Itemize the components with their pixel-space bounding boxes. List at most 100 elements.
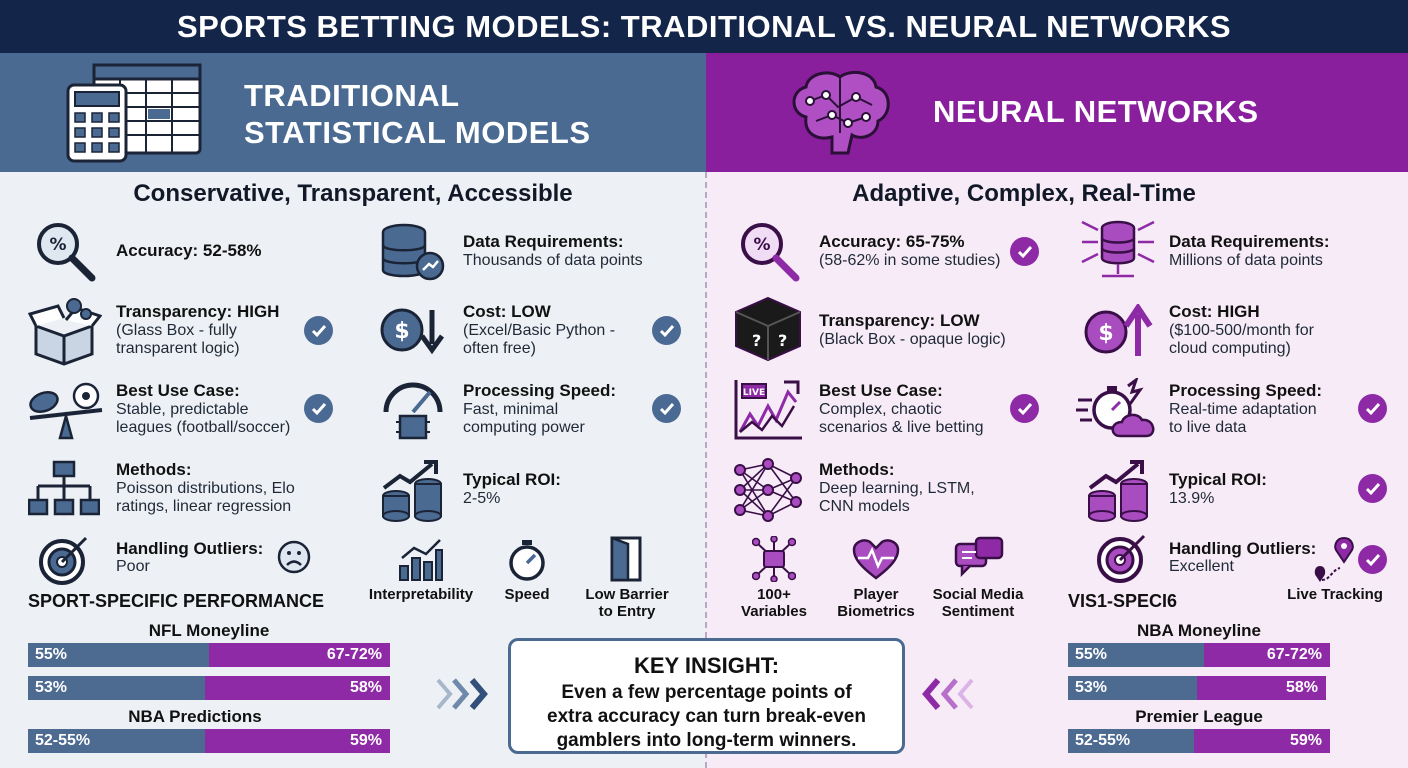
trad-speed-desc2: computing power	[463, 419, 585, 436]
nn-speed-desc1: Real-time adaptation	[1169, 401, 1317, 418]
nn-outliers-desc: Excellent	[1169, 558, 1234, 575]
neural-heading: NEURAL NETWORKS	[933, 94, 1259, 129]
traditional-header: TRADITIONAL STATISTICAL MODELS	[0, 53, 706, 172]
nn-bar-title-2: Premier League	[1135, 707, 1263, 726]
heart-pulse-icon	[852, 538, 900, 580]
trad-bar-row: 55% 67-72%	[28, 643, 390, 667]
location-pin-icon	[1310, 536, 1356, 582]
trad-accuracy-title: Accuracy: 52-58%	[116, 241, 262, 260]
nn-methods-title: Methods:	[819, 460, 895, 479]
check-icon	[652, 394, 681, 423]
variables-line1: 100+	[757, 586, 791, 603]
check-icon	[1010, 394, 1039, 423]
trad-transparency-title: Transparency: HIGH	[116, 302, 280, 321]
nn-bar-a: 55%	[1068, 643, 1205, 667]
trad-speed-desc1: Fast, minimal	[463, 401, 559, 418]
nn-transparency-desc: (Black Box - opaque logic)	[819, 331, 1006, 348]
nn-usecase-title: Best Use Case:	[819, 381, 943, 400]
database-icon	[380, 222, 446, 282]
traditional-heading: TRADITIONAL STATISTICAL MODELS	[244, 77, 591, 151]
trad-roi-title: Typical ROI:	[463, 470, 561, 489]
stopwatch-icon	[506, 538, 548, 582]
key-insight-line1: Even a few percentage points of	[561, 682, 852, 703]
nn-speed-title: Processing Speed:	[1169, 381, 1323, 400]
variables-label: 100+ Variables	[724, 586, 824, 620]
svg-text:?: ?	[752, 331, 761, 350]
hierarchy-icon	[28, 460, 100, 518]
key-insight-line2: extra accuracy can turn break-even	[547, 706, 866, 727]
key-insight-title: KEY INSIGHT:	[633, 653, 780, 678]
trad-bar-a: 52-55%	[28, 729, 206, 753]
brain-icon	[786, 67, 896, 159]
trad-cost-desc2: often free)	[463, 340, 536, 357]
neural-network-icon	[734, 458, 802, 522]
traditional-heading-line1: TRADITIONAL	[244, 78, 460, 113]
biometrics-line1: Player	[853, 586, 899, 603]
trad-methods-desc1: Poisson distributions, Elo	[116, 480, 295, 497]
nn-bar-b: 59%	[1193, 729, 1330, 753]
trad-methods-title: Methods:	[116, 460, 192, 479]
trad-bar-title-1: NFL Moneyline	[148, 621, 270, 640]
target-icon	[38, 534, 92, 586]
target-icon	[1096, 532, 1150, 584]
nn-data-title: Data Requirements:	[1169, 232, 1330, 251]
interpretability-label: Interpretability	[368, 586, 474, 603]
svg-text:%: %	[49, 235, 66, 255]
trad-outliers-title: Handling Outliers:	[116, 539, 264, 558]
center-divider	[705, 172, 707, 768]
trad-bar-row: 52-55% 59%	[28, 729, 390, 753]
stopwatch-cloud-icon	[1076, 378, 1160, 442]
check-icon	[1358, 394, 1387, 423]
trad-bar-a: 53%	[28, 676, 206, 700]
nn-bar-title-1: NBA Moneyline	[1136, 621, 1262, 640]
trad-data-title: Data Requirements:	[463, 232, 624, 251]
trad-usecase-title: Best Use Case:	[116, 381, 240, 400]
nn-cost-desc2: cloud computing)	[1169, 340, 1291, 357]
trad-data-desc: Thousands of data points	[463, 252, 643, 269]
trad-roi-desc: 2-5%	[463, 490, 501, 507]
check-icon	[1358, 474, 1387, 503]
trad-outliers-desc: Poor	[116, 558, 150, 575]
trad-transparency-desc1: (Glass Box - fully	[116, 322, 237, 339]
svg-text:$: $	[1098, 321, 1113, 346]
nn-accuracy-desc: (58-62% in some studies)	[819, 252, 1001, 269]
nn-speed-desc2: to live data	[1169, 419, 1247, 436]
magnifier-percent-icon: %	[34, 220, 98, 284]
check-icon	[304, 316, 333, 345]
dollar-down-icon: $	[380, 306, 446, 358]
nn-data-desc: Millions of data points	[1169, 252, 1323, 269]
low-barrier-line1: Low Barrier	[585, 586, 669, 603]
trad-bar-b: 59%	[205, 729, 390, 753]
sad-face-icon	[277, 540, 311, 574]
trad-cost-desc1: (Excel/Basic Python -	[463, 322, 616, 339]
key-insight-line3: gamblers into long-term winners.	[556, 730, 857, 751]
open-box-gears-icon	[28, 296, 102, 366]
database-network-icon	[1080, 218, 1156, 282]
svg-text:$: $	[394, 319, 409, 344]
chevron-right-icon	[434, 674, 494, 722]
trad-bar-a: 55%	[28, 643, 209, 667]
nn-section-label: VIS1-SPECI6	[1068, 591, 1178, 611]
social-label: Social Media Sentiment	[922, 586, 1034, 620]
nn-transparency-title: Transparency: LOW	[819, 311, 980, 330]
svg-text:?: ?	[778, 331, 787, 350]
nn-cost-desc1: ($100-500/month for	[1169, 322, 1314, 339]
nn-usecase-desc2: scenarios & live betting	[819, 419, 984, 436]
dollar-up-icon: $	[1084, 304, 1154, 358]
biometrics-label: Player Biometrics	[826, 586, 926, 620]
bar-chart-icon	[398, 538, 444, 582]
trad-section-label: SPORT-SPECIFIC PERFORMANCE	[28, 591, 325, 611]
nn-bar-b: 58%	[1197, 676, 1326, 700]
svg-text:%: %	[753, 235, 770, 255]
check-icon	[1010, 237, 1039, 266]
variables-line2: Variables	[741, 603, 807, 620]
key-insight-box: KEY INSIGHT: Even a few percentage point…	[508, 638, 905, 754]
trad-bar-b: 67-72%	[209, 643, 390, 667]
nn-bar-a: 52-55%	[1068, 729, 1194, 753]
trad-bar-b: 58%	[205, 676, 390, 700]
trad-bar-row: 53% 58%	[28, 676, 390, 700]
trad-cost-title: Cost: LOW	[463, 302, 551, 321]
trad-methods-desc2: ratings, linear regression	[116, 498, 292, 515]
trad-bar-title-2: NBA Predictions	[128, 707, 262, 726]
svg-text:LIVE: LIVE	[743, 388, 765, 398]
